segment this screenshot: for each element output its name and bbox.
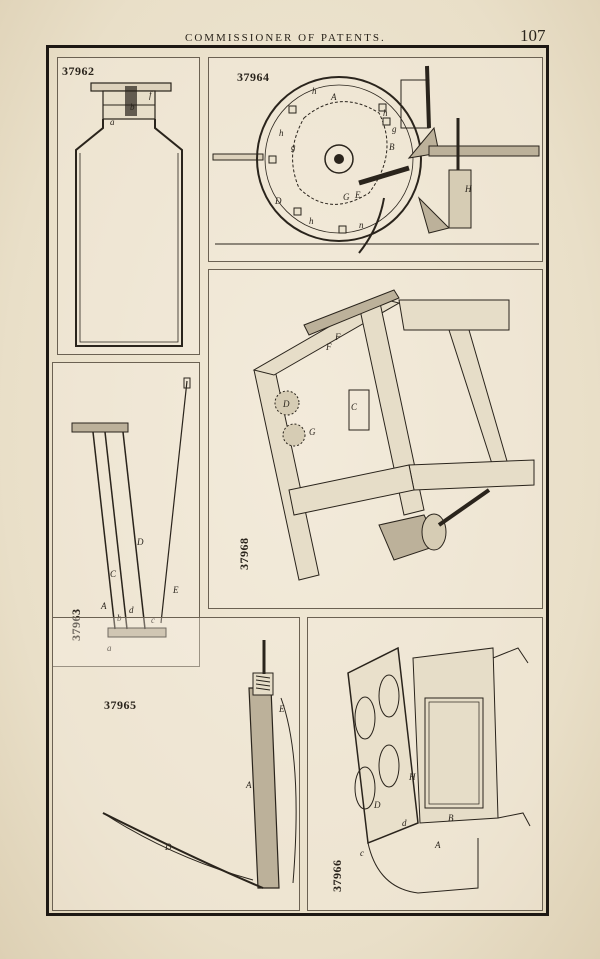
fig-37963-letter-a: a [107,643,112,653]
wheel-mechanism-drawing: h A h g h g B D G E h n H [212,65,540,254]
figure-37963-panel: 37963 A C D E a b d c [52,362,200,667]
fig-37962-letter-b: b [130,102,135,112]
stove-drawing: H D A B c d [347,646,531,894]
fig-37968-letter-G: G [309,427,316,437]
fig-37964-letter-E: E [354,190,361,200]
fig-37964-letter-h3: h [383,108,388,118]
figure-37962-panel: 37962 f b a [57,57,200,355]
fig-37963-letter-d: d [129,605,134,615]
fig-37966-letter-B: B [448,813,454,823]
fig-37964-letter-n: n [359,220,364,230]
fig-37966-letter-A: A [434,840,441,850]
fig-37963-letter-C: C [110,569,117,579]
fig-37966-letter-H: H [408,772,416,782]
bottle-drawing: f b a [75,82,183,347]
fig-37964-letter-h1: h [312,86,317,96]
running-title: COMMISSIONER OF PATENTS. [185,32,386,44]
rod-frame-drawing: A C D E a b d c [71,377,191,653]
fig-37964-letter-g1: g [291,142,296,152]
figure-37968-panel: 37968 F F C D G [208,269,543,609]
fig-37968-letter-C: C [351,402,358,412]
fig-37968-letter-D: D [282,399,290,409]
figure-37965-panel: 37965 E A D [52,617,300,911]
fig-37963-letter-b: b [117,613,122,623]
fig-37963-letter-E: E [172,585,179,595]
figure-37965-number: 37965 [104,698,137,712]
figure-37962-number: 37962 [62,64,95,78]
fig-37964-letter-g2: g [392,124,397,134]
fig-37964-letter-B: B [389,142,395,152]
figure-37964-number: 37964 [237,70,270,84]
fig-37964-letter-A: A [330,92,337,102]
fig-37966-letter-d: d [402,818,407,828]
figure-37966-panel: 37966 H D A B c d [307,617,543,911]
fig-37964-letter-G: G [343,192,350,202]
figure-37964-panel: 37964 h A h g [208,57,543,262]
figure-plate-frame [46,45,549,916]
fig-37965-letter-D: D [164,842,172,852]
fig-37965-letter-E: E [278,704,285,714]
fig-37963-letter-c: c [151,615,155,625]
fig-37966-letter-c: c [360,848,364,858]
fig-37962-letter-f: f [149,90,153,100]
fig-37964-letter-h2: h [279,128,284,138]
machine-frame-drawing: F F C D G [252,289,535,581]
fig-37964-letter-H: H [464,184,472,194]
page-header: COMMISSIONER OF PATENTS. 107 [0,26,600,50]
fig-37968-letter-F2: F [334,332,341,342]
fig-37965-letter-A: A [245,780,252,790]
fig-37964-letter-h4: h [309,216,314,226]
fig-37963-letter-A: A [100,601,107,611]
page-number: 107 [520,26,546,45]
fig-37964-letter-D: D [274,196,282,206]
fig-37962-letter-a: a [110,117,115,127]
scythe-drawing: E A D [102,640,297,889]
fig-37963-letter-D: D [136,537,144,547]
fig-37968-letter-F1: F [325,342,332,352]
fig-37966-letter-D: D [373,800,381,810]
